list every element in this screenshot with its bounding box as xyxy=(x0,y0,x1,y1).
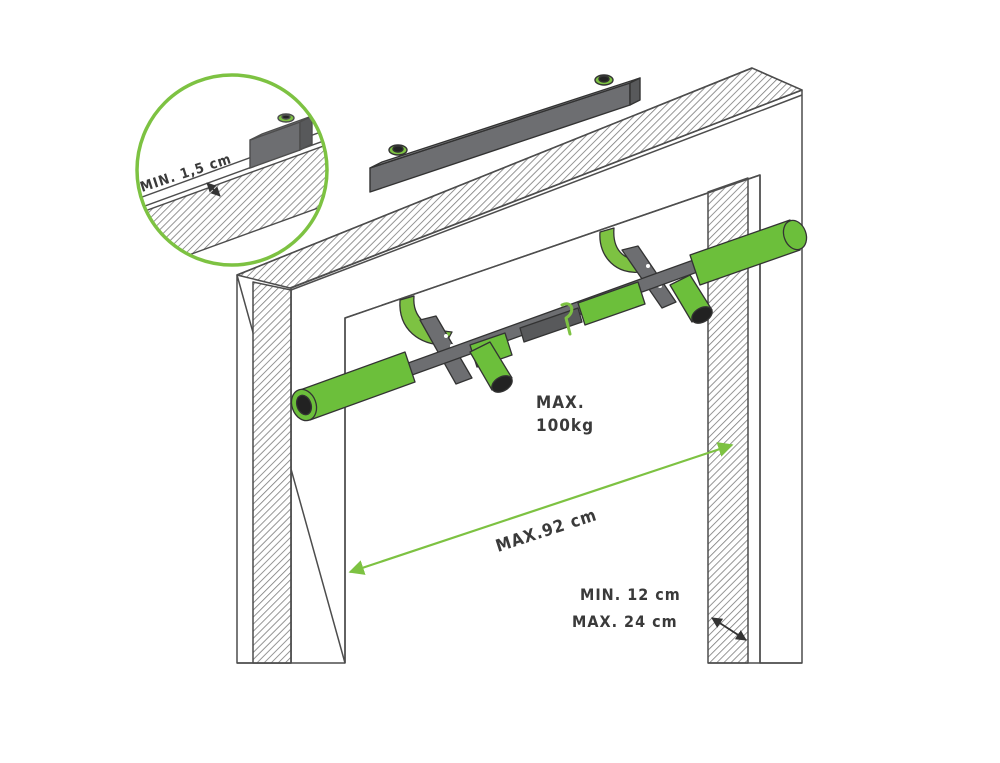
wall-min-label: MIN. 12 cm xyxy=(580,585,681,604)
frame-thickness-arrow xyxy=(206,182,221,197)
frame-left-jamb xyxy=(252,281,292,664)
max-load-label-line1: MAX. xyxy=(536,393,585,413)
detail-magnifier: MIN. 1,5 cm xyxy=(135,73,329,267)
wall-max-label: MAX. 24 cm xyxy=(572,612,678,631)
left-long-grip xyxy=(299,351,416,421)
pull-up-bar xyxy=(290,219,808,422)
frame-inner-edge xyxy=(344,174,761,663)
max-load-label-line2: 100kg xyxy=(536,416,594,436)
top-mount-bracket xyxy=(369,74,641,193)
frame-inner-edge-2 xyxy=(290,94,803,663)
wall-depth-arrow xyxy=(711,617,747,641)
door-frame xyxy=(236,67,803,664)
max-width-label: MAX.92 cm xyxy=(493,505,599,557)
width-dimension-arrow xyxy=(348,442,734,575)
right-long-grip xyxy=(689,219,801,286)
